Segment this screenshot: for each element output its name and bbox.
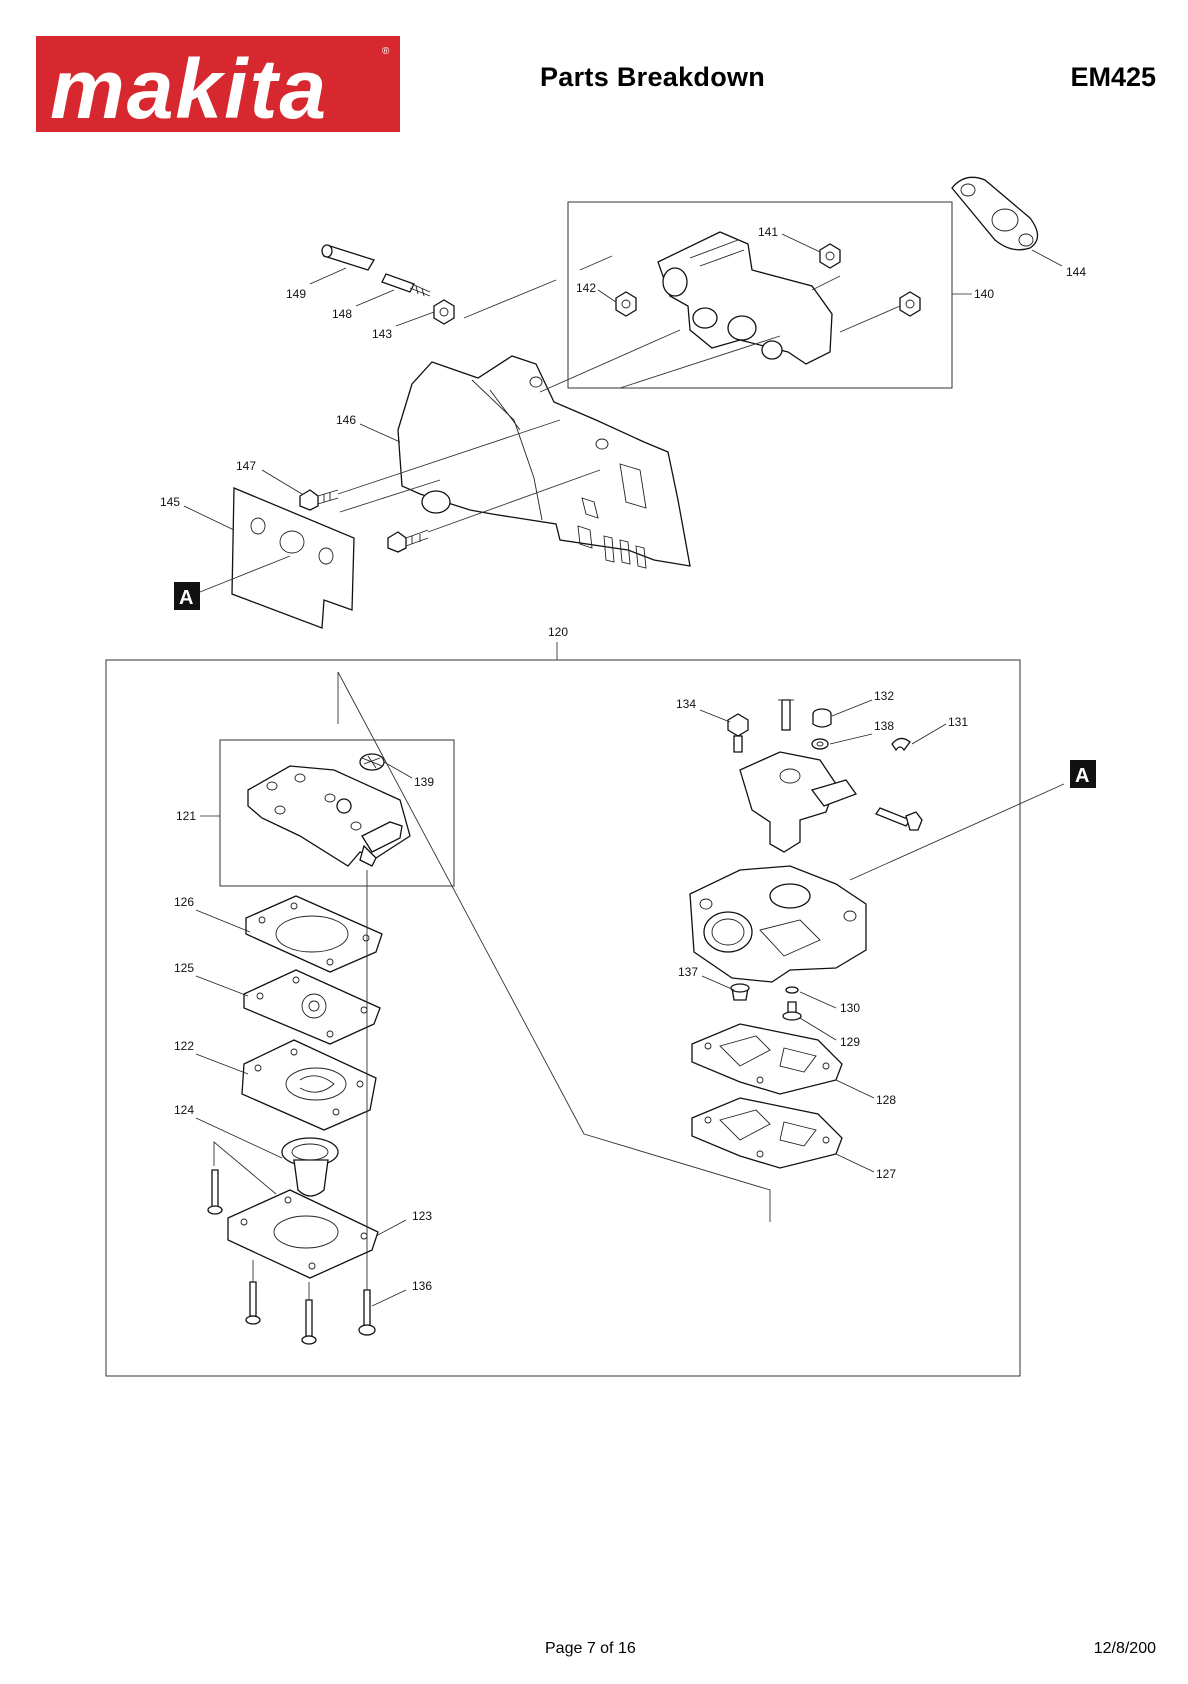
page-number: Page 7 of 16 [545,1640,636,1657]
screw-lower-middle [301,1299,317,1345]
label-130: 130 [840,1001,860,1015]
nut-140-right [899,291,921,317]
clip-131 [891,737,911,752]
label-142: 142 [576,281,596,295]
label-145: 145 [160,495,180,509]
makita-logo: makita ® [36,36,400,132]
label-140: 140 [974,287,994,301]
label-123: 123 [412,1209,432,1223]
nut-141 [819,243,841,269]
label-148: 148 [332,307,352,321]
label-136: 136 [412,1279,432,1293]
needle-129 [782,1001,802,1021]
cover-plate-146 [397,355,691,569]
label-143: 143 [372,327,392,341]
assembly-box-120 [105,659,1021,1377]
label-149: 149 [286,287,306,301]
stud-148 [381,273,431,297]
bolt-cover-lower [387,529,429,553]
oring-130 [785,986,799,994]
cup-124 [281,1137,339,1197]
svg-text:A: A [1075,765,1089,787]
diaphragm-127 [691,1097,843,1169]
label-137: 137 [678,965,698,979]
plug-137 [730,983,750,1001]
label-132: 132 [874,689,894,703]
screw-lower-left [245,1281,261,1325]
assembly-box-140 [567,201,953,389]
label-139: 139 [414,775,434,789]
label-127: 127 [876,1167,896,1181]
label-125: 125 [174,961,194,975]
nut-143 [433,299,455,325]
label-129: 129 [840,1035,860,1049]
ref-marker-a-upper: A [174,582,200,610]
label-121: 121 [176,809,196,823]
throttle-lever-assembly [739,751,858,853]
screen-139 [359,753,385,771]
intake-manifold [657,231,833,365]
label-126: 126 [174,895,194,909]
svg-text:A: A [179,587,193,609]
document-date: 12/8/200 [1093,1640,1156,1657]
pump-body-121 [247,765,411,867]
assembly-box-121 [219,739,455,887]
label-128: 128 [876,1093,896,1107]
screw-upper-left [207,1169,223,1215]
nut-142 [615,291,637,317]
washer-138 [811,738,829,750]
label-146: 146 [336,413,356,427]
plate-123 [227,1189,379,1279]
label-131: 131 [948,715,968,729]
screw-top-center [778,699,794,731]
carburetor-body [689,865,867,983]
gasket-128 [691,1023,843,1095]
label-144: 144 [1066,265,1086,279]
registered-mark: ® [382,46,390,57]
pump-cover-122 [241,1039,377,1131]
model-number: EM425 [1070,62,1156,92]
plug-132 [812,708,832,728]
screw-right [875,807,923,831]
label-122: 122 [174,1039,194,1053]
label-147: 147 [236,459,256,473]
insulator-145 [231,487,355,629]
pin-149 [321,244,375,271]
page-title: Parts Breakdown [540,62,766,92]
label-138: 138 [874,719,894,733]
label-141: 141 [758,225,778,239]
gasket-144 [951,176,1039,251]
label-134: 134 [676,697,696,711]
logo-wordmark: makita [50,42,328,132]
ref-marker-a-lower: A [1070,760,1096,788]
screw-134 [727,713,749,753]
label-120: 120 [548,625,568,639]
diaphragm-125 [243,969,381,1045]
screw-136 [358,1289,376,1336]
logo-background [36,36,400,132]
label-124: 124 [174,1103,194,1117]
gasket-126 [245,895,383,973]
bolt-147 [299,489,339,511]
